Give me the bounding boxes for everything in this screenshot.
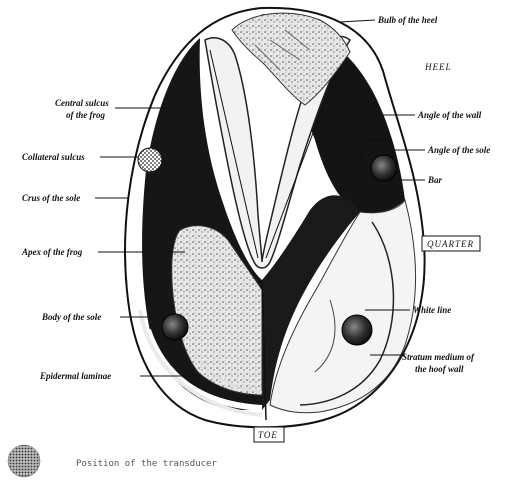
transducer-body-of-sole [162, 314, 188, 340]
transducer-white-line [342, 315, 372, 345]
transducer-bar [371, 155, 397, 181]
legend: Position of the transducer [8, 445, 217, 477]
label-toe: TOE [258, 430, 278, 440]
label-toe-box: TOE [254, 427, 284, 442]
label-body-of-sole: Body of the sole [41, 312, 101, 322]
label-collateral-sulcus: Collateral sulcus [22, 152, 85, 162]
label-apex-of-frog: Apex of the frog [21, 247, 83, 257]
label-heel: HEEL [424, 62, 452, 72]
legend-transducer-icon [8, 445, 40, 477]
label-bulb-of-heel: Bulb of the heel [377, 15, 438, 25]
transducer-collateral-sulcus [138, 148, 162, 172]
label-bar: Bar [427, 175, 443, 185]
label-stratum-medium-2: the hoof wall [415, 364, 464, 374]
label-angle-of-wall: Angle of the wall [417, 110, 482, 120]
label-quarter-box: QUARTER [422, 236, 480, 251]
legend-text: Position of the transducer [76, 459, 217, 469]
label-crus-of-sole: Crus of the sole [22, 193, 80, 203]
label-epidermal-laminae: Epidermal laminae [39, 371, 111, 381]
label-quarter: QUARTER [427, 239, 474, 249]
label-central-sulcus-1: Central sulcus [55, 98, 109, 108]
label-central-sulcus-2: of the frog [66, 110, 105, 120]
label-white-line: White line [413, 305, 451, 315]
label-stratum-medium-1: Stratum medium of [402, 352, 475, 362]
label-angle-of-sole: Angle of the sole [427, 145, 490, 155]
